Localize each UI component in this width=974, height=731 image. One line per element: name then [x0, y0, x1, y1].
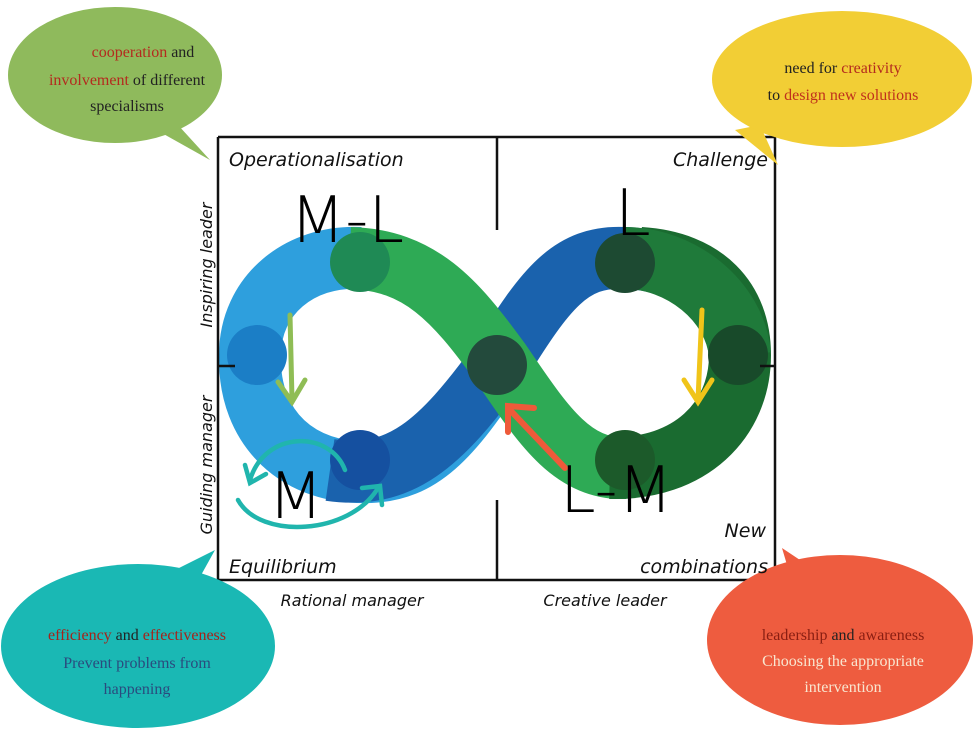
- bubble-bottom-right-line3: intervention: [804, 679, 881, 696]
- stage-label-l: L: [615, 177, 651, 251]
- loop-node-left: [227, 325, 287, 385]
- bubble-top-right-line2: to design new solutions: [768, 87, 919, 104]
- bubble-bottom-right-line2: Choosing the appropriate: [762, 653, 924, 670]
- quadrant-title-challenge: Challenge: [673, 149, 768, 171]
- arrows: [235, 307, 715, 530]
- bubble-bottom-left-line3: happening: [104, 681, 171, 698]
- loop-node-bottom-right: [595, 430, 655, 490]
- stage-label-l-m: L-M: [560, 454, 673, 528]
- quadrant-title-new: New: [725, 520, 767, 542]
- bubble-top-left: [8, 7, 222, 160]
- quadrant-title-equilibrium: Equilibrium: [229, 556, 337, 578]
- olive-down-arrow: [275, 312, 308, 407]
- bubble-top-right-line1: need for creativity: [784, 60, 901, 77]
- bubble-top-left-line2: involvement of different: [49, 72, 206, 89]
- bubble-top-left-line3: specialisms: [90, 98, 164, 115]
- quadrant-grid: [216, 135, 777, 582]
- infinity-loop: [219, 226, 772, 504]
- loop-node-top-left: [330, 232, 390, 292]
- teal-cycle-arrows: [235, 438, 385, 530]
- stage-label-m: M: [268, 460, 323, 534]
- bubble-bottom-right: [707, 548, 973, 725]
- yellow-down-arrow: [681, 307, 715, 407]
- loop-node-bottom-left: [330, 430, 390, 490]
- quadrant-title-combinations: combinations: [640, 556, 768, 578]
- red-up-left-arrow: [505, 402, 568, 471]
- bubble-bottom-right-line1: leadership and awareness: [762, 627, 925, 644]
- loop-node-center: [467, 335, 527, 395]
- axis-label-inspiring-leader: Inspiring leader: [197, 201, 216, 327]
- bubble-bottom-left-line1: efficiency and effectiveness: [48, 627, 226, 644]
- axis-label-rational-manager: Rational manager: [281, 591, 425, 610]
- axis-label-guiding-manager: Guiding manager: [197, 394, 216, 534]
- bubble-bottom-left: [1, 550, 275, 728]
- bubble-top-right: [712, 11, 972, 165]
- bubble-top-left-line1: cooperation and: [92, 44, 195, 61]
- quadrant-title-operationalisation: Operationalisation: [229, 149, 404, 171]
- axis-label-creative-leader: Creative leader: [543, 591, 668, 610]
- stage-label-m-l: M-L: [290, 184, 404, 258]
- loop-node-top-right: [595, 233, 655, 293]
- loop-node-right: [708, 325, 768, 385]
- bubble-bottom-left-line2: Prevent problems from: [63, 655, 211, 672]
